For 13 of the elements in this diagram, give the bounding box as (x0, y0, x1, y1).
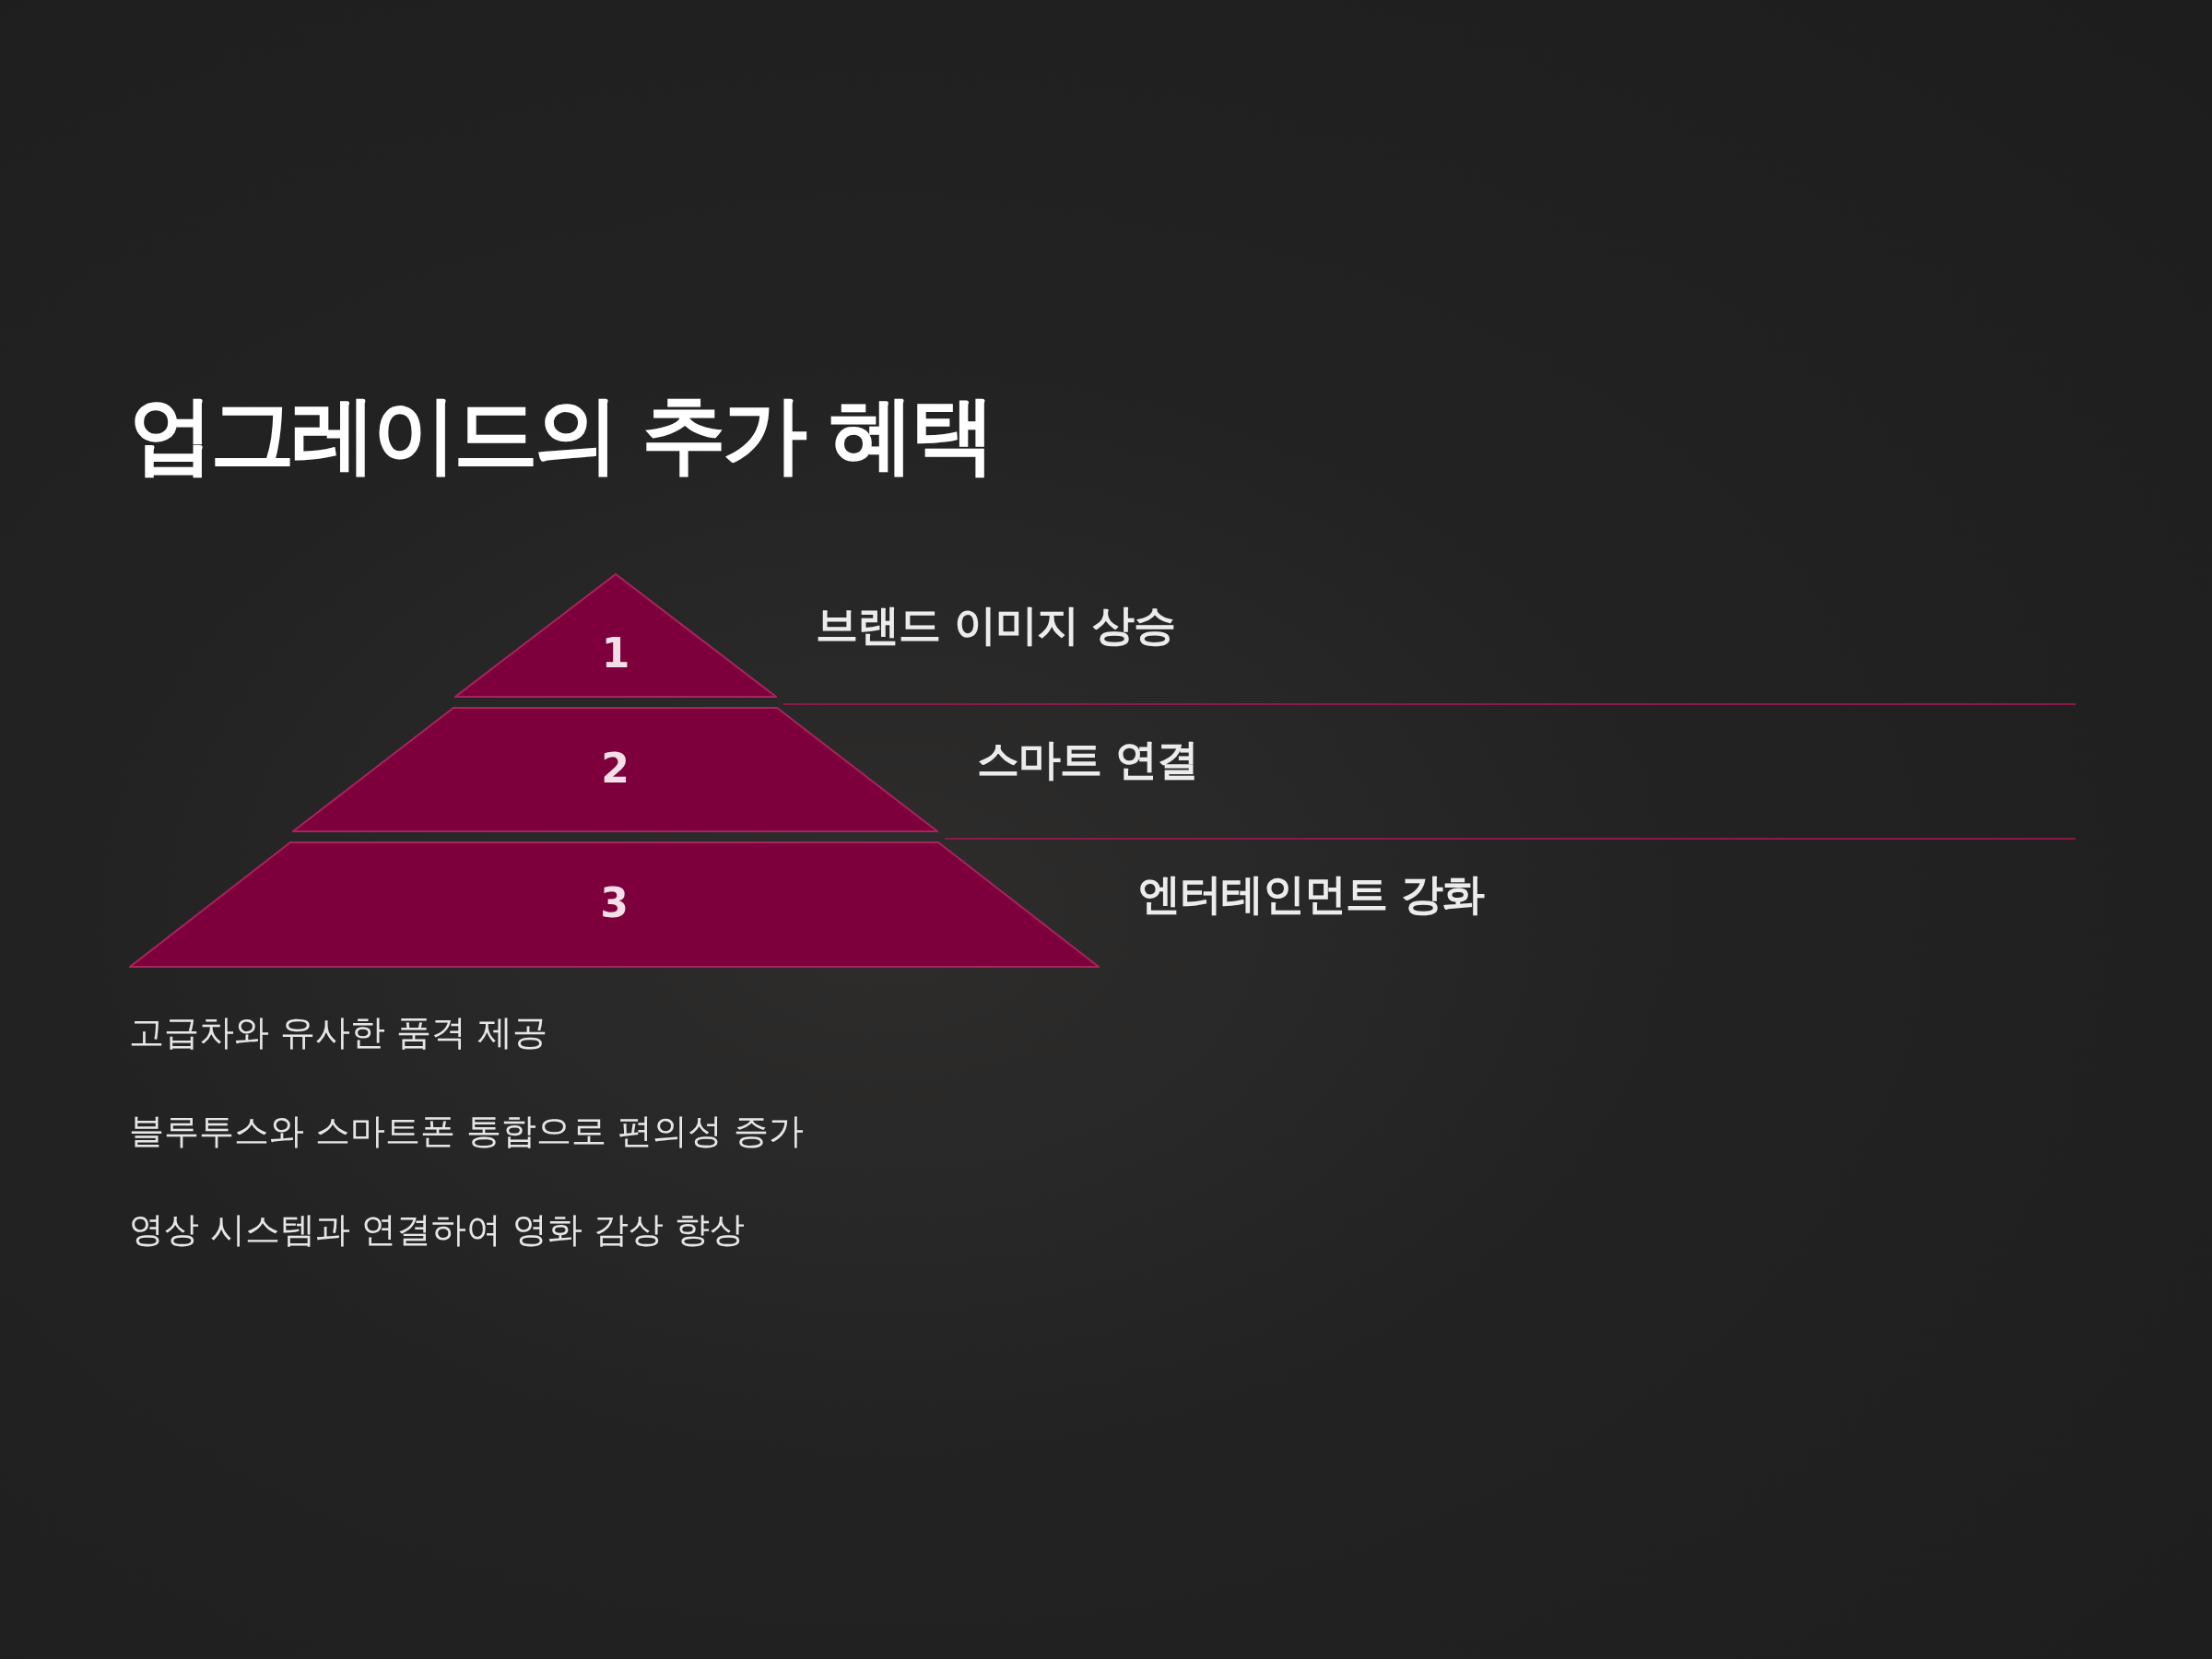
tier-heading: 스마트 연결 (977, 734, 1198, 786)
description-text: 블루투스와 스마트폰 통합으로 편의성 증가 (129, 1110, 805, 1153)
tier-number: 2 (601, 744, 629, 792)
pyramid-tier (129, 841, 1100, 968)
slide-title: 업그레이드의 추가 혜택 (129, 384, 993, 486)
pyramid-tier (454, 573, 777, 698)
tier-heading: 브랜드 이미지 상승 (816, 599, 1176, 652)
pyramid-tier (292, 707, 938, 832)
description-text: 영상 시스템과 연결하여 영화 감상 향상 (129, 1208, 746, 1252)
tier-heading: 엔터테인먼트 강화 (1138, 868, 1484, 921)
tier-number: 1 (601, 629, 630, 677)
tier-number: 3 (600, 879, 629, 927)
description-text: 고급차와 유사한 품격 제공 (129, 1011, 548, 1054)
